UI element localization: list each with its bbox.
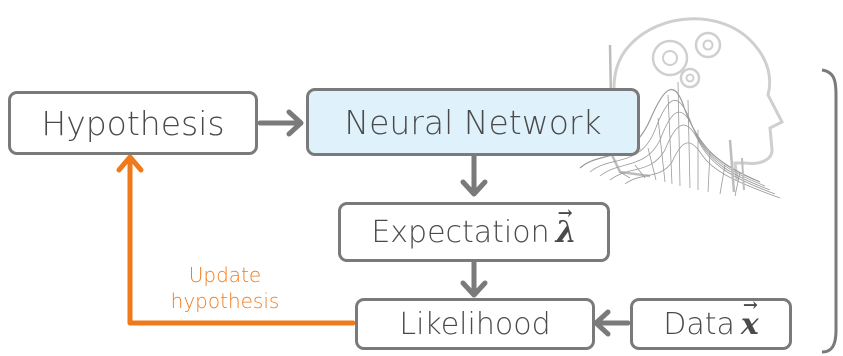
likelihood-node: Likelihood: [355, 298, 595, 350]
vector-arrow-accent: →: [557, 202, 573, 224]
data-label: Data: [663, 306, 735, 342]
vector-arrow-accent: →: [742, 294, 758, 316]
lambda-vector-symbol: → λ: [555, 202, 577, 250]
head-with-gears-icon: [612, 17, 785, 181]
hypothesis-label: Hypothesis: [41, 103, 225, 143]
data-node: Data → x: [630, 294, 792, 350]
neural-network-label: Neural Network: [344, 102, 602, 142]
neural-network-node: Neural Network: [306, 88, 640, 156]
right-bracket: [821, 68, 838, 354]
expectation-node: Expectation → λ: [338, 202, 610, 262]
expectation-label: Expectation: [371, 214, 550, 250]
update-hypothesis-label: Update hypothesis: [150, 262, 300, 314]
x-vector-symbol: → x: [740, 294, 759, 342]
hypothesis-node: Hypothesis: [8, 91, 258, 155]
feedback-arrow: [116, 154, 356, 326]
update-label-line1: Update: [188, 263, 262, 287]
update-label-line2: hypothesis: [170, 289, 280, 313]
likelihood-label: Likelihood: [399, 306, 551, 342]
